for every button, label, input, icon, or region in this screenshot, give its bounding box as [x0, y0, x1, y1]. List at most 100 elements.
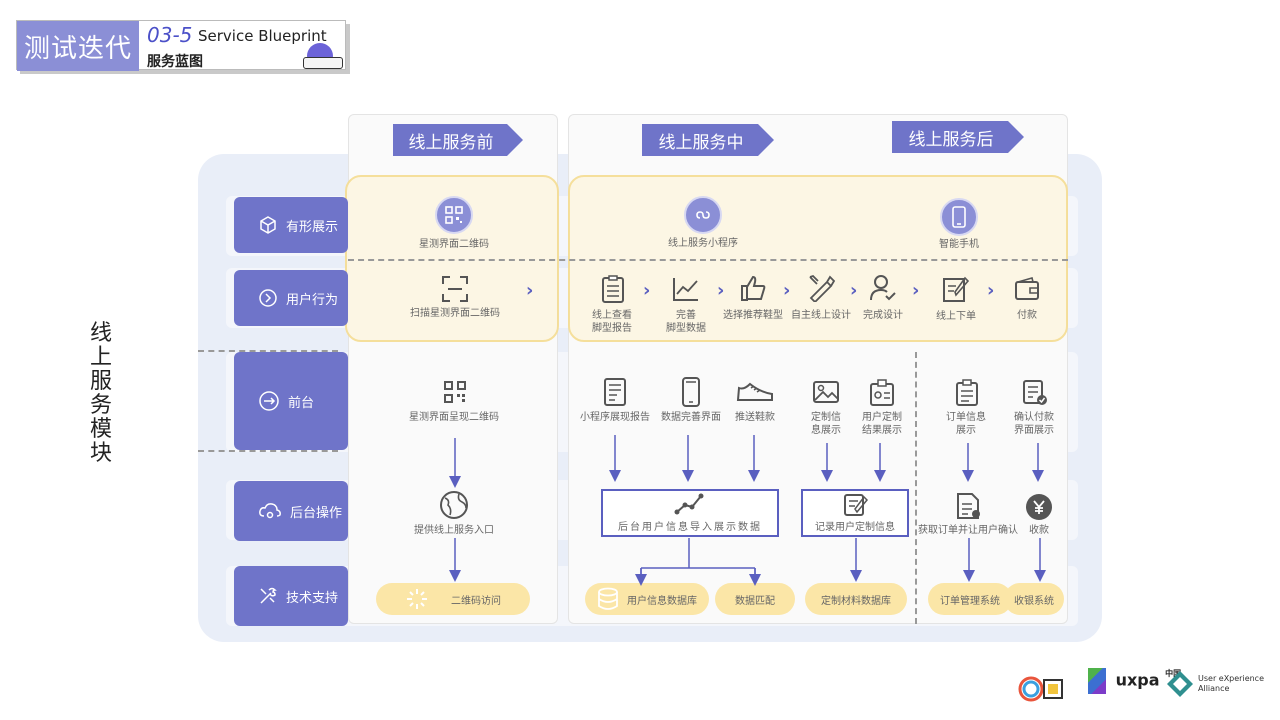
row-label-text: 有形展示 [286, 219, 339, 235]
chevron-right-icon: › [850, 280, 858, 301]
badge-sketch-icon [303, 57, 343, 69]
row-label-text: 用户行为 [286, 292, 339, 308]
tangible-qr-caption: 星测界面二维码 [419, 239, 489, 250]
section-title-en: Service Blueprint [198, 27, 327, 45]
back-record-box [801, 489, 909, 537]
caption-line: 完善 [676, 310, 696, 321]
cube-icon [260, 216, 276, 234]
side-title-char: 模 [89, 417, 112, 442]
tangible-phone-caption: 智能手机 [939, 239, 979, 250]
chevron-right-icon: › [987, 280, 995, 301]
support-qr-access: 二维码访问 [376, 583, 530, 615]
caption-line: 订单信息 [946, 412, 986, 423]
back-record-caption: 记录用户定制信息 [815, 522, 895, 533]
mobile-page-icon [676, 376, 706, 408]
caption-line: 脚型报告 [592, 323, 632, 334]
caption-line: 确认付款 [1014, 412, 1054, 423]
pill-label: 订单管理系统 [940, 595, 1000, 607]
cloud-settings-icon [259, 503, 281, 519]
user-check-icon [867, 272, 899, 304]
burst-icon [407, 589, 427, 609]
section-number: 03-5 [147, 23, 193, 47]
chevron-right-icon: › [643, 280, 651, 301]
side-title-char: 务 [89, 393, 112, 418]
behavior-finish-design-caption: 完成设计 [863, 310, 903, 321]
support-matching: 数据匹配 [715, 583, 795, 615]
pill-label: 定制材料数据库 [821, 595, 891, 607]
caption-line: 线上查看 [592, 310, 632, 321]
caption-line: 定制信 [811, 412, 841, 423]
database-icon [598, 587, 618, 610]
back-entry-caption: 提供线上服务入口 [414, 525, 494, 536]
caption-line: 息展示 [811, 425, 841, 436]
behavior-scan-caption: 扫描星测界面二维码 [410, 308, 500, 319]
design-tools-icon [805, 272, 837, 304]
smartphone-icon [940, 198, 978, 236]
front-report-caption: 小程序展现报告 [580, 412, 650, 423]
uxpa-text: uxpa [1115, 670, 1160, 690]
line-of-internal-left [198, 450, 338, 452]
caption-line: 展示 [956, 425, 976, 436]
ux-alliance-line: User eXperience [1198, 674, 1265, 683]
qr-code-icon [435, 196, 473, 234]
uxpa-logo: uxpa 中国 [1088, 668, 1181, 694]
phase-during: 线上服务中 [642, 124, 774, 156]
front-qr-caption: 星测界面呈现二维码 [409, 412, 499, 423]
section-title: 测试迭代 [17, 21, 139, 71]
image-icon [810, 378, 842, 406]
chevron-right-icon: › [912, 280, 920, 301]
section-title-cn: 服务蓝图 [147, 54, 203, 70]
behavior-complete-data-caption: 完善 脚型数据 [650, 309, 722, 335]
side-title-char: 线 [89, 321, 112, 346]
highlight-box-during [568, 175, 1068, 342]
badge-card-icon [866, 378, 898, 408]
side-title: 线 上 服 务 模 块 [86, 322, 116, 466]
arrow-circle-icon [259, 289, 277, 307]
behavior-choose-shoe-caption: 选择推荐鞋型 [723, 310, 783, 321]
caption-line: 用户定制 [862, 412, 902, 423]
miniprogram-icon [684, 196, 722, 234]
yuan-coin-icon [1026, 494, 1052, 520]
support-material-db: 定制材料数据库 [805, 583, 907, 615]
row-label-text: 前台 [288, 395, 315, 411]
diamond-mark-icon [1167, 671, 1193, 697]
thumbs-up-icon [737, 272, 769, 304]
caption-line: 界面展示 [1014, 425, 1054, 436]
phase-after: 线上服务后 [892, 121, 1024, 153]
frontstage-icon [259, 391, 279, 411]
phase-divider-after [915, 352, 917, 624]
front-custom-info-caption: 定制信 息展示 [796, 411, 856, 437]
record-edit-icon [841, 492, 871, 518]
back-import-caption: 后台用户信息导入展示数据 [618, 522, 762, 533]
pill-label: 数据匹配 [735, 595, 775, 607]
row-label-tangible: 有形展示 [234, 197, 348, 253]
arrow-import-split [640, 538, 756, 578]
sneaker-icon [735, 378, 775, 406]
line-chart-icon [671, 274, 701, 304]
front-custom-result-caption: 用户定制 结果展示 [852, 411, 912, 437]
back-import-box [601, 489, 779, 537]
front-data-page-caption: 数据完善界面 [661, 412, 721, 423]
front-confirm-pay-caption: 确认付款 界面展示 [1004, 411, 1064, 437]
chevron-right-icon: › [717, 280, 725, 301]
tools-icon [260, 587, 277, 604]
row-label-text: 后台操作 [290, 505, 343, 521]
header-badge: 测试迭代 03-5 Service Blueprint 服务蓝图 [16, 20, 350, 74]
row-label-front: 前台 [234, 352, 348, 450]
behavior-view-report-caption: 线上查看 脚型报告 [576, 309, 648, 335]
back-get-order-caption: 获取订单并让用户确认 [918, 525, 1018, 536]
uxpa-mark-icon [1088, 668, 1106, 694]
tangible-miniprogram-caption: 线上服务小程序 [668, 238, 738, 249]
support-pay-system: 收银系统 [1004, 583, 1064, 615]
globe-icon [437, 488, 471, 522]
clipboard-report-icon [598, 274, 628, 304]
payment-confirm-icon [1020, 378, 1050, 408]
behavior-pay-caption: 付款 [1017, 310, 1037, 321]
caption-line: 脚型数据 [666, 323, 706, 334]
scan-frame-icon [440, 274, 470, 304]
support-order-system: 订单管理系统 [928, 583, 1012, 615]
pill-label: 用户信息数据库 [627, 595, 697, 607]
phase-before: 线上服务前 [393, 124, 523, 156]
behavior-self-design-caption: 自主线上设计 [791, 310, 851, 321]
